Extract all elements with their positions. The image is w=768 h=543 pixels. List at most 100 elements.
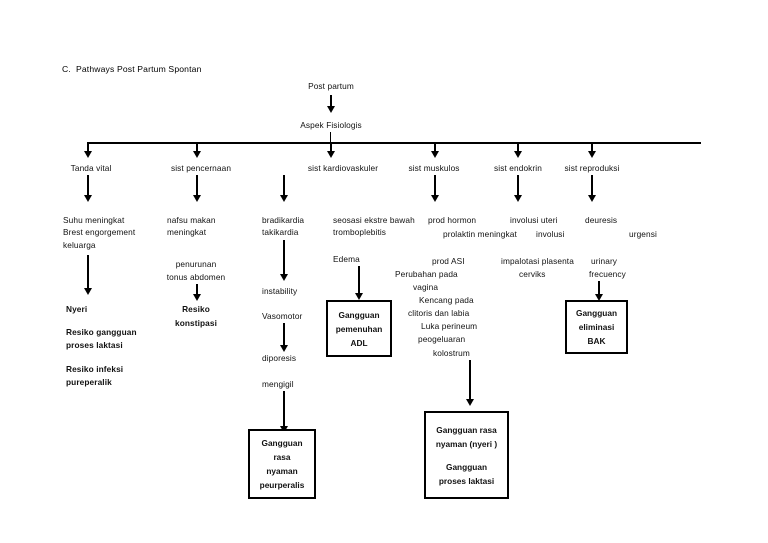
box-line: eliminasi bbox=[578, 322, 615, 332]
text-keluarga: keluarga bbox=[63, 240, 96, 250]
box-line: proses laktasi bbox=[438, 475, 495, 486]
branch-label-sist-kardiovaskuler: sist kardiovaskuler bbox=[307, 163, 379, 173]
outcome-box-gangguan-pemenuhan-adl[interactable]: Gangguan pemenuhan ADL bbox=[326, 300, 392, 357]
arrow-pencernaan-down bbox=[193, 195, 201, 202]
connector-post-partum-stem bbox=[330, 95, 332, 108]
arrow-branch-sist-kardiovaskuler bbox=[327, 151, 335, 158]
text-urinary: urinary bbox=[591, 256, 618, 266]
box-line: Gangguan bbox=[338, 309, 380, 320]
text-deuresis: deuresis bbox=[585, 215, 618, 225]
connector-endokrin-down bbox=[517, 175, 519, 197]
text-penurunan: penurunan bbox=[175, 259, 217, 269]
text-bradikardia: bradikardia bbox=[262, 215, 305, 225]
text-tromboplebitis: tromboplebitis bbox=[333, 227, 387, 237]
text-suhu-meningkat: Suhu meningkat bbox=[63, 215, 125, 225]
arrow-vasomotor-to-diporesis bbox=[280, 345, 288, 352]
connector-mengigil-to-box bbox=[283, 391, 285, 428]
connector-branch-stem-sist-reproduksi bbox=[591, 142, 593, 153]
connector-kolostrum-to-box bbox=[469, 360, 471, 402]
connector-takikardia-to-instability bbox=[283, 240, 285, 276]
arrow-branch-tanda-vital bbox=[84, 151, 92, 158]
outcome-box-gangguan-rasa-nyaman-nyeri-laktasi[interactable]: Gangguan rasa nyaman (nyeri ) Gangguan p… bbox=[424, 411, 509, 499]
box-line: Gangguan rasa bbox=[436, 424, 497, 435]
connector-branch-stem-sist-pencernaan bbox=[196, 142, 198, 153]
page-title: C. Pathways Post Partum Spontan bbox=[62, 64, 202, 74]
connector-branch-stem-tanda-vital bbox=[87, 142, 89, 153]
arrow-kolostrum-to-box bbox=[466, 399, 474, 406]
arrow-branch-sist-endokrin bbox=[514, 151, 522, 158]
node-post-partum: Post partum bbox=[308, 81, 354, 91]
text-vasomotor: Vasomotor bbox=[262, 311, 303, 321]
box-line: ADL bbox=[350, 337, 368, 348]
text-meningkat: meningkat bbox=[167, 227, 207, 237]
text-brest-engorgement: Brest engorgement bbox=[63, 227, 136, 237]
connector-pencernaan-down bbox=[196, 175, 198, 197]
arrow-muskulos-down bbox=[431, 195, 439, 202]
text-involusi: involusi bbox=[536, 229, 565, 239]
connector-branch-stem-sist-kardiovaskuler bbox=[330, 142, 332, 153]
text-peogeluaran: peogeluaran bbox=[418, 334, 466, 344]
connector-kardiovaskuler-down bbox=[283, 175, 285, 197]
connector-reproduksi-down bbox=[591, 175, 593, 197]
arrow-tanda-vital-to-nyeri bbox=[84, 288, 92, 295]
text-edema: Edema bbox=[333, 254, 360, 264]
arrow-kardiovaskuler-down bbox=[280, 195, 288, 202]
text-kencang-pada: Kencang pada bbox=[419, 295, 474, 305]
text-vagina: vagina bbox=[413, 282, 439, 292]
arrow-branch-sist-muskulos bbox=[431, 151, 439, 158]
box-line: Gangguan bbox=[575, 308, 618, 318]
box-line: BAK bbox=[587, 336, 606, 346]
text-mengigil: mengigil bbox=[262, 379, 294, 389]
text-nyeri: Nyeri bbox=[66, 304, 88, 314]
arrow-edema-to-adl-box bbox=[355, 293, 363, 300]
connector-edema-to-adl-box bbox=[358, 266, 360, 296]
box-line: Gangguan bbox=[261, 438, 303, 448]
connector-muskulos-down bbox=[434, 175, 436, 197]
text-cerviks: cerviks bbox=[519, 269, 546, 279]
box-line: nyaman (nyeri ) bbox=[435, 438, 498, 449]
branch-label-tanda-vital: Tanda vital bbox=[70, 163, 112, 173]
arrow-post-partum-to-hub bbox=[327, 106, 335, 113]
text-prod-hormon: prod hormon bbox=[428, 215, 477, 225]
box-line: pemenuhan bbox=[335, 323, 383, 334]
text-pureperalik: pureperalik bbox=[66, 377, 112, 387]
box-line: peurperalis bbox=[259, 480, 305, 490]
text-diporesis: diporesis bbox=[262, 353, 297, 363]
text-perubahan-pada: Perubahan pada bbox=[395, 269, 458, 279]
text-prod-asi: prod ASI bbox=[432, 256, 465, 266]
connector-frecuency-to-box bbox=[598, 281, 600, 297]
text-konstipasi: konstipasi bbox=[174, 318, 218, 328]
connector-vasomotor-to-diporesis bbox=[283, 323, 285, 348]
arrow-endokrin-down bbox=[514, 195, 522, 202]
connector-tanda-vital-to-nyeri bbox=[87, 255, 89, 290]
arrow-frecuency-to-box bbox=[595, 294, 603, 301]
branch-label-sist-reproduksi: sist reproduksi bbox=[564, 163, 620, 173]
arrow-branch-sist-reproduksi bbox=[588, 151, 596, 158]
box-line: nyaman bbox=[266, 466, 298, 476]
connector-horizontal-bar bbox=[88, 142, 701, 144]
arrow-takikardia-to-instability bbox=[280, 274, 288, 281]
arrow-pencernaan-to-resiko bbox=[193, 294, 201, 301]
connector-branch-stem-sist-muskulos bbox=[434, 142, 436, 153]
text-resiko-gangguan: Resiko gangguan bbox=[66, 327, 137, 337]
box-line: rasa bbox=[273, 452, 291, 462]
box-line: Gangguan bbox=[445, 461, 488, 472]
branch-label-sist-pencernaan: sist pencernaan bbox=[170, 163, 232, 173]
text-instability: instability bbox=[262, 286, 298, 296]
text-impalotasi-plasenta: impalotasi plasenta bbox=[501, 256, 574, 266]
text-frecuency: frecuency bbox=[589, 269, 626, 279]
connector-hub-to-bar bbox=[330, 132, 332, 143]
outcome-box-gangguan-eliminasi-bak[interactable]: Gangguan eliminasi BAK bbox=[565, 300, 628, 354]
arrow-reproduksi-down bbox=[588, 195, 596, 202]
text-clitoris-dan-labia: clitoris dan labia bbox=[408, 308, 470, 318]
arrow-tanda-vital-down bbox=[84, 195, 92, 202]
text-kolostrum: kolostrum bbox=[433, 348, 470, 358]
arrow-branch-sist-pencernaan bbox=[193, 151, 201, 158]
outcome-box-gangguan-rasa-nyaman-peurperalis[interactable]: Gangguan rasa nyaman peurperalis bbox=[248, 429, 316, 499]
connector-pencernaan-to-resiko bbox=[196, 284, 198, 296]
text-urgensi: urgensi bbox=[629, 229, 657, 239]
text-resiko-infeksi: Resiko infeksi bbox=[66, 364, 124, 374]
branch-label-sist-muskulos: sist muskulos bbox=[408, 163, 460, 173]
text-resiko: Resiko bbox=[182, 304, 210, 314]
